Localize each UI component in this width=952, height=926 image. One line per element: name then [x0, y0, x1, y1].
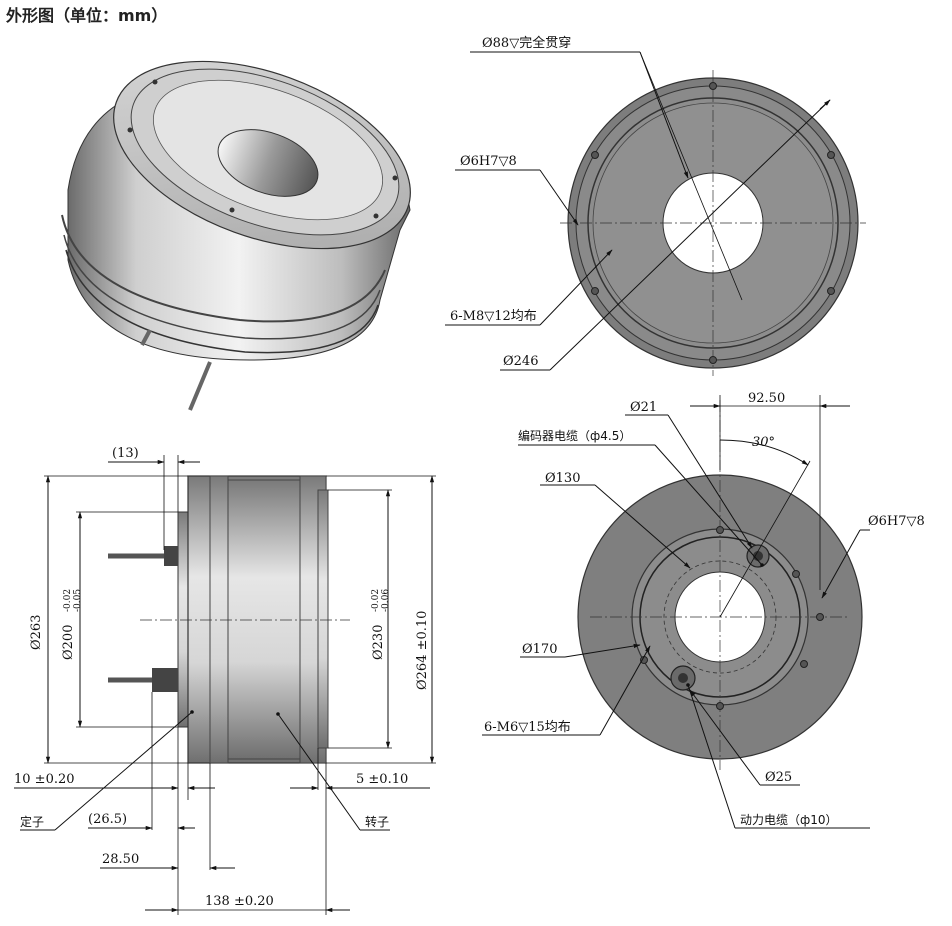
dim-264-label: Ø264 ±0.10 — [415, 611, 430, 690]
dim-25-label: Ø25 — [765, 770, 792, 785]
isometric-view — [61, 60, 411, 411]
rear-pin-hole-label: Ø6H7▽8 — [868, 514, 925, 529]
angle-30-label: 30° — [752, 435, 775, 450]
dim-13-label: (13) — [112, 446, 139, 461]
tol-200-upper: -0.02 — [63, 589, 73, 612]
dim-230-label: Ø230 — [371, 625, 386, 660]
dim-200-label: Ø200 — [61, 625, 76, 660]
dim-138-label: 138 ±0.20 — [205, 894, 274, 909]
dim-92-5-label: 92.50 — [748, 391, 785, 406]
rear-view: Ø21 92.50 编码器电缆（ф4.5） 30° Ø130 Ø6H7▽8 Ø1… — [482, 391, 925, 829]
encoder-cable-label: 编码器电缆（ф4.5） — [518, 428, 631, 443]
front-pin-hole-label: Ø6H7▽8 — [460, 154, 517, 169]
dim-21-label: Ø21 — [630, 400, 657, 415]
front-view: Ø88▽完全贯穿 Ø6H7▽8 6-M8▽12均布 Ø246 — [445, 35, 866, 376]
tol-230-upper: -0.02 — [371, 589, 381, 612]
tol-200-lower: -0.05 — [73, 589, 83, 612]
tol-230-lower: -0.06 — [381, 589, 391, 612]
dim-10-label: 10 ±0.20 — [14, 772, 75, 787]
rotor-label: 转子 — [365, 814, 389, 829]
dim-26-5-label: (26.5) — [88, 812, 127, 827]
dim-263-label: Ø263 — [29, 615, 44, 650]
stator-label: 定子 — [20, 814, 44, 829]
side-view: (13) Ø263 Ø200 -0.02 -0.05 Ø230 -0.02 -0… — [14, 446, 436, 915]
front-pcd-label: Ø246 — [503, 354, 538, 369]
dim-28-5-label: 28.50 — [102, 852, 139, 867]
rear-mount-hole-label: 6-M6▽15均布 — [484, 720, 571, 735]
drawing-title: 外形图（单位：mm） — [6, 6, 168, 25]
dim-5-label: 5 ±0.10 — [356, 772, 408, 787]
dim-130-label: Ø130 — [545, 471, 580, 486]
front-mount-hole-label: 6-M8▽12均布 — [450, 309, 537, 324]
power-cable-label: 动力电缆（ф10） — [740, 813, 838, 827]
dim-170-label: Ø170 — [522, 642, 557, 657]
front-bore-label: Ø88▽完全贯穿 — [482, 35, 571, 51]
